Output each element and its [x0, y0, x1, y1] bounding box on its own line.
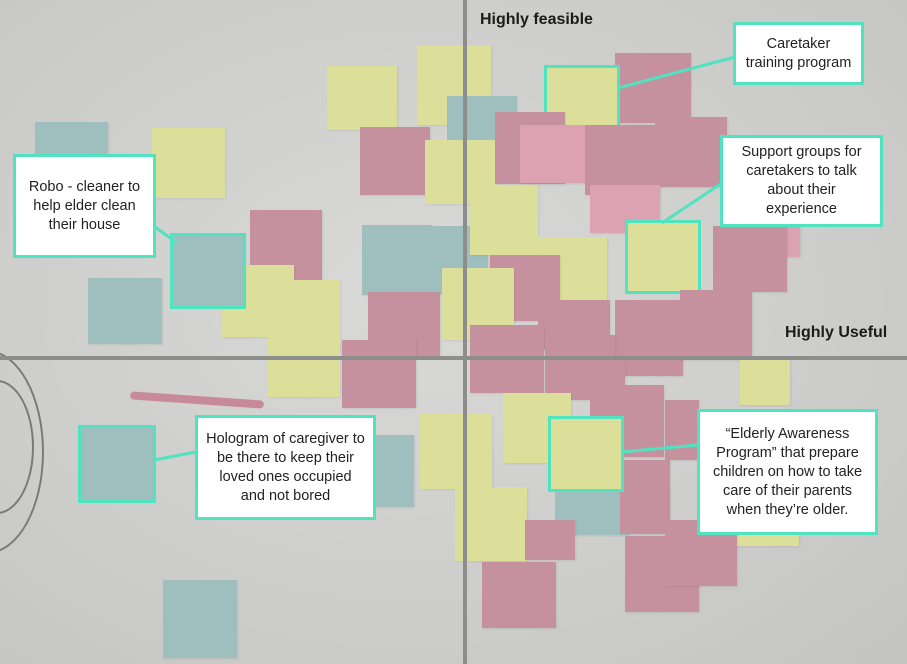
sticky-note [152, 128, 225, 198]
callout-support-groups: Support groups for caretakers to talk ab… [720, 135, 883, 227]
vertical-axis [463, 0, 467, 664]
sticky-note [740, 357, 790, 405]
sticky-note [713, 226, 787, 292]
sticky-note [360, 127, 430, 195]
sticky-note [665, 400, 699, 460]
sticky-note [88, 278, 162, 344]
sticky-note [655, 117, 727, 187]
sticky-note-support-groups [625, 220, 701, 294]
horizontal-axis [0, 356, 907, 360]
sticky-note [455, 487, 527, 561]
sticky-note [680, 290, 752, 360]
sticky-note [525, 520, 575, 560]
callout-caretaker-training: Caretaker training program [733, 22, 864, 85]
sticky-note [615, 53, 691, 123]
callout-awareness-program: “Elderly Awareness Program” that prepare… [697, 409, 878, 535]
sticky-note [620, 460, 670, 534]
sticky-note [585, 125, 659, 195]
sticky-note [470, 185, 538, 255]
sticky-note [520, 125, 588, 183]
sticky-note [342, 340, 416, 408]
pen [129, 391, 265, 409]
sticky-note-awareness-program [548, 416, 624, 492]
sticky-note [482, 562, 556, 628]
sticky-note-hologram [78, 425, 156, 503]
sticky-note-robo-cleaner [170, 233, 246, 309]
callout-hologram: Hologram of caregiver to be there to kee… [195, 415, 376, 520]
sticky-note [268, 280, 340, 352]
axis-label-feasible: Highly feasible [480, 11, 593, 28]
sticky-note [420, 413, 492, 489]
callout-robo-cleaner: Robo - cleaner to help elder clean their… [13, 154, 156, 258]
axis-label-useful: Highly Useful [785, 324, 888, 341]
sticky-note [327, 66, 397, 130]
sticky-note [615, 300, 683, 376]
sticky-note [163, 580, 237, 658]
sticky-note [268, 345, 340, 397]
